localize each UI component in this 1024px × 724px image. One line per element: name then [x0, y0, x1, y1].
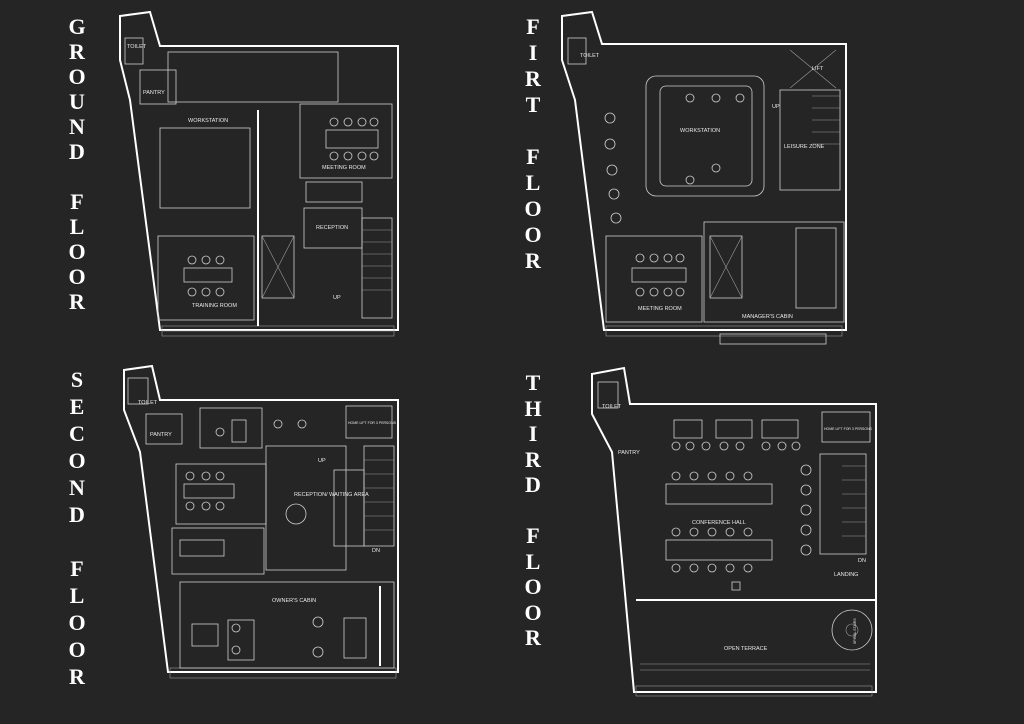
ground-up-label: UP	[333, 295, 341, 301]
first-workstation-label: WORKSTATION	[680, 128, 720, 134]
ground-workstation-label: WORKSTATION	[188, 118, 228, 124]
ground-training-room-label: TRAINING ROOM	[192, 303, 237, 309]
third-spiral-stairs-label: SPIRAL STAIRS	[853, 618, 857, 644]
first-up-label: UP	[772, 104, 780, 110]
first-toilet-label: TOILET	[580, 53, 600, 59]
ground-toilet-label: TOILET	[127, 44, 147, 50]
third-conference-hall-label: CONFERENCE HALL	[692, 520, 746, 526]
ground-meeting-room-label: MEETING ROOM	[322, 165, 366, 171]
second-pantry-label: PANTRY	[150, 432, 172, 438]
second-owners-cabin-label: OWNER'S CABIN	[272, 598, 316, 604]
first-leisure-zone-label: LEISURE ZONE	[784, 144, 825, 150]
third-home-lift-label: HOME LIFT FOR 3 PERSONS	[824, 427, 873, 431]
third-open-terrace-label: OPEN TERRACE	[724, 646, 768, 652]
second-floor-plan: TOILET PANTRY HOME LIFT FOR 3 PERSONS UP…	[123, 364, 399, 679]
ground-pantry-label: PANTRY	[143, 90, 165, 96]
first-floor-plan: TOILET LIFT UP WORKSTATION LEISURE ZONE …	[561, 10, 847, 345]
first-lift-label: LIFT	[812, 66, 824, 72]
first-meeting-room-label: MEETING ROOM	[638, 306, 682, 312]
ground-floor-plan: TOILET PANTRY WORKSTATION MEETING ROOM R…	[119, 10, 399, 337]
second-home-lift-label: HOME LIFT FOR 3 PERSONS	[348, 421, 397, 425]
first-managers-cabin-label: MANAGER'S CABIN	[742, 314, 793, 320]
second-reception-label: RECEPTION/ WAITING AREA	[294, 492, 369, 498]
third-floor-plan: TOILET PANTRY HOME LIFT FOR 3 PERSONS CO…	[591, 366, 877, 697]
third-toilet-label: TOILET	[602, 404, 622, 410]
second-dn-label: DN	[372, 548, 380, 554]
second-up-label: UP	[318, 458, 326, 464]
second-toilet-label: TOILET	[138, 400, 158, 406]
third-landing-label: LANDING	[834, 572, 858, 578]
third-dn-label: DN	[858, 558, 866, 564]
ground-reception-label: RECEPTION	[316, 225, 348, 231]
third-pantry-label: PANTRY	[618, 450, 640, 456]
